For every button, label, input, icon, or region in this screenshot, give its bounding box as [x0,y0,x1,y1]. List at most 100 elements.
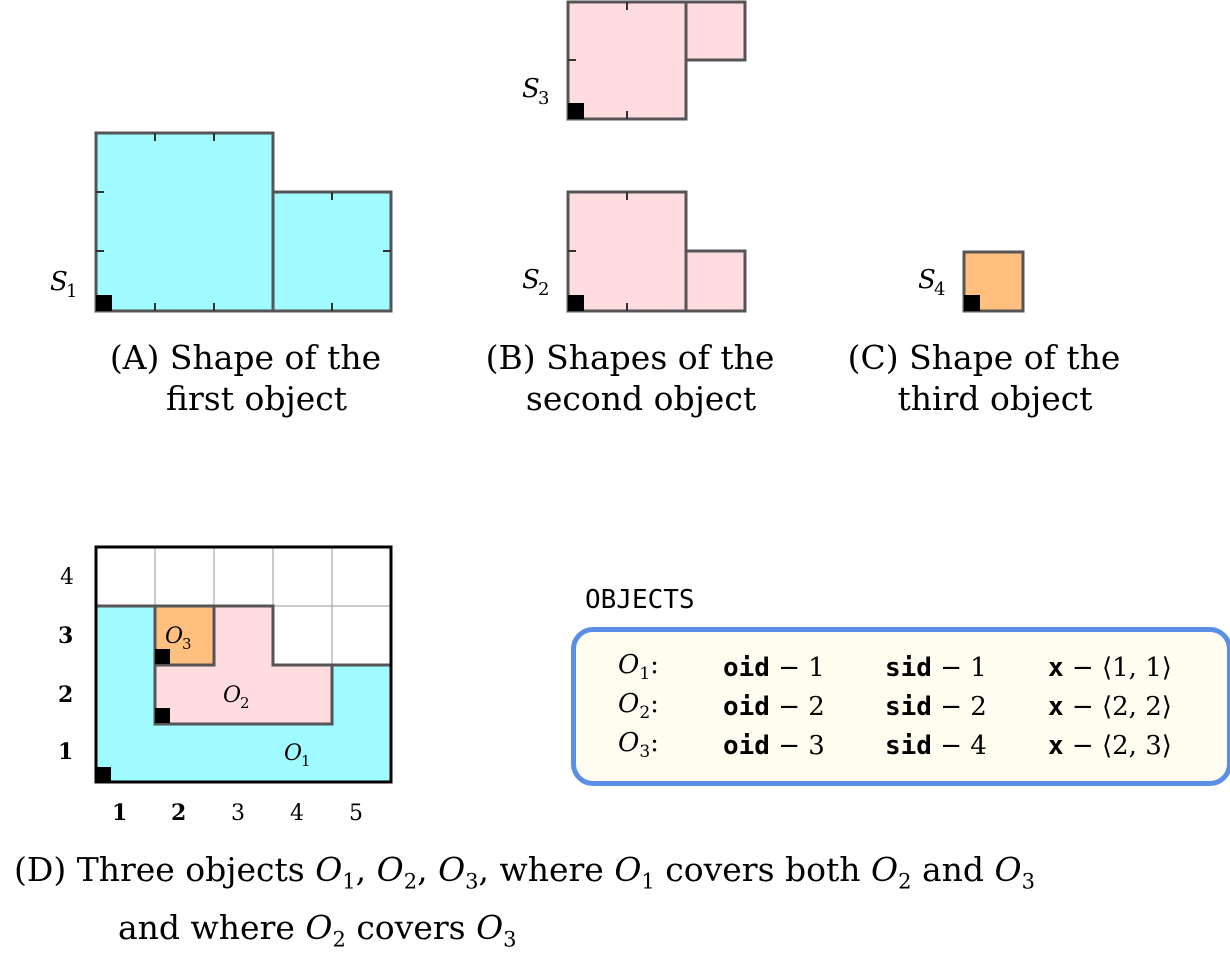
caption-c-line2: third object [897,379,1093,418]
caption-d-o3c: O [476,907,504,947]
objects-row: O1: oid − 1 sid − 1 x − ⟨1, 1⟩ [618,650,1172,685]
caption-d-covers-both: covers both [665,850,861,889]
shape-s1: S 1 [50,131,393,313]
shape-s1-label-sub: 1 [66,281,77,302]
objects-row: O2: oid − 2 sid − 2 x − ⟨2, 2⟩ [618,689,1172,724]
caption-d-o3: O [438,850,466,889]
object-o3-label: O [165,624,183,649]
objects-row-x-key: x [1048,730,1064,761]
objects-row-oid-key: oid [723,691,770,722]
caption-d-and: and [921,850,984,889]
objects-row-x: ⟨1, 1⟩ [1101,652,1172,683]
object-o2-label-sub: 2 [240,694,250,712]
caption-d-o1b-sub: 1 [641,869,655,894]
caption-c: (C) Shape of the third object [828,337,1140,419]
shape-s3-origin-marker [568,103,584,119]
shape-s1-body [94,131,393,313]
caption-d-o3-sub: 3 [465,869,479,894]
caption-d-o3c-sub: 3 [503,927,517,952]
shape-s2-label-sub: 2 [538,279,549,300]
object-o1-origin-marker [96,767,111,782]
objects-row-x: ⟨2, 2⟩ [1101,691,1172,722]
placement-grid: O 1 O 2 O 3 4 3 2 1 1 2 3 4 5 [58,545,393,826]
objects-table: O1: oid − 1 sid − 1 x − ⟨1, 1⟩ O2: oid −… [618,648,1172,765]
col-label-2: 2 [171,800,186,826]
caption-b: (B) Shapes of the second object [465,337,795,419]
shape-s2-origin-marker [568,295,584,311]
shape-s4-origin-marker [964,295,980,311]
shape-s2-label: S [522,265,540,295]
objects-row-sid-key: sid [885,691,932,722]
objects-row-sid-key: sid [885,652,932,683]
shape-s4-label-sub: 4 [934,279,945,300]
shape-s3-main [566,0,688,121]
caption-d-o1: O [315,850,343,889]
objects-row-sid: 1 [970,652,987,683]
objects-row-x-key: x [1048,652,1064,683]
caption-d-o1-sub: 1 [342,869,356,894]
caption-d-line2-prefix: and where [118,907,295,947]
object-o3-origin-marker [155,649,170,664]
objects-row-object: O [618,689,640,720]
caption-b-line1: (B) Shapes of the [485,338,775,377]
caption-d-o2b: O [871,850,899,889]
caption-c-line1: (C) Shape of the [847,338,1121,377]
object-o1-label-sub: 1 [301,752,311,770]
caption-d-prefix: (D) Three objects [14,850,305,889]
caption-b-line2: second object [525,379,757,418]
caption-a-line1: (A) Shape of the [109,338,382,377]
col-label-4: 4 [290,801,304,826]
objects-row-sid: 4 [970,730,987,761]
shape-s2-ticks [568,192,628,311]
objects-row-sid: 2 [970,691,987,722]
objects-row-oid: 1 [808,652,825,683]
objects-row-x-key: x [1048,691,1064,722]
caption-d-where: where [499,850,604,889]
caption-d: (D) Three objects O1, O2, O3, where O1 c… [14,847,1035,962]
shape-s3-ticks [568,2,628,119]
row-label-3: 3 [58,623,73,649]
object-o2-origin-marker [155,708,170,723]
objects-row-oid: 2 [808,691,825,722]
objects-row-object-sub: 1 [639,664,651,685]
objects-panel: O1: oid − 1 sid − 1 x − ⟨1, 1⟩ O2: oid −… [571,627,1230,786]
caption-d-o3b: O [994,850,1022,889]
caption-d-covers: covers [356,907,466,947]
shape-s3-label-sub: 3 [538,88,549,109]
shape-s3-tab [684,0,747,62]
col-label-5: 5 [349,801,363,826]
objects-row: O3: oid − 3 sid − 4 x − ⟨2, 3⟩ [618,728,1172,763]
objects-row-object: O [618,650,640,681]
row-label-4: 4 [60,565,74,590]
objects-row-object-sub: 3 [639,742,651,763]
caption-a-line2: first object [166,379,347,418]
row-label-1: 1 [58,739,73,765]
object-o3-label-sub: 3 [182,635,192,653]
shapes-diagram: S 1 S 3 S 2 S 4 [50,0,1025,313]
objects-row-sid-key: sid [885,730,932,761]
row-label-2: 2 [58,682,73,708]
caption-d-line2: and where O2 covers O3 [14,905,1035,962]
objects-row-oid: 3 [808,730,825,761]
object-o2-label: O [223,683,241,708]
caption-d-o2: O [376,850,404,889]
objects-panel-title: OBJECTS [585,585,695,615]
shape-s1-origin-marker [96,295,112,311]
caption-d-o2c-sub: 2 [332,927,346,952]
objects-row-oid-key: oid [723,730,770,761]
shape-s2: S 2 [522,190,747,313]
shape-s1-ticks [96,133,391,311]
grid-frame [94,545,393,784]
caption-d-o2-sub: 2 [403,869,418,894]
caption-d-o2c: O [305,907,333,947]
col-label-1: 1 [112,800,127,826]
caption-d-line1: (D) Three objects O1, O2, O3, where O1 c… [14,850,1035,894]
caption-a: (A) Shape of the first object [88,337,403,419]
shape-s2-main [566,190,688,313]
caption-d-o3b-sub: 3 [1021,869,1035,894]
object-o1-label: O [284,741,302,766]
caption-d-o2b-sub: 2 [898,869,912,894]
shape-s2-tab [684,249,747,313]
caption-d-o1b: O [614,850,642,889]
shape-s4: S 4 [918,250,1025,313]
